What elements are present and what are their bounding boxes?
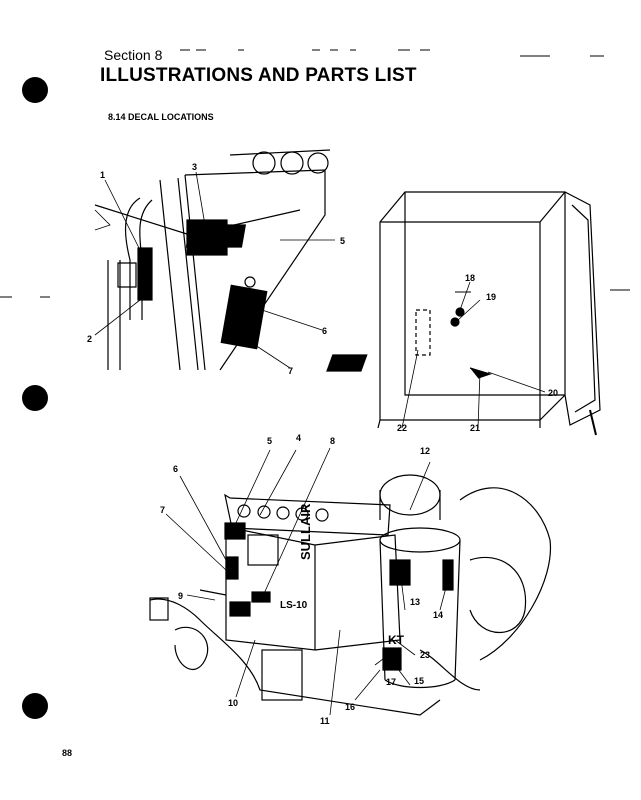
figure-bottom <box>149 474 552 716</box>
callout-17: 17 <box>386 677 397 687</box>
callout-19: 19 <box>486 292 497 302</box>
callout-16: 16 <box>345 702 356 712</box>
callout-13: 13 <box>410 597 421 607</box>
callout-10: 10 <box>228 698 239 708</box>
callout-5: 5 <box>267 436 273 446</box>
section-label: Section 8 <box>104 47 163 63</box>
figure-subtitle: 8.14 DECAL LOCATIONS <box>108 112 214 122</box>
callout-7: 7 <box>288 366 294 376</box>
page-title: ILLUSTRATIONS AND PARTS LIST <box>100 65 417 86</box>
callout-6: 6 <box>322 326 328 336</box>
callout-3: 3 <box>192 162 198 172</box>
callout-1: 1 <box>100 170 106 180</box>
callout-9: 9 <box>178 591 184 601</box>
figure-top-right <box>326 191 601 436</box>
callout-8: 8 <box>330 436 336 446</box>
callout-18: 18 <box>465 273 476 283</box>
callout-11: 11 <box>320 716 330 726</box>
callout-6: 6 <box>173 464 179 474</box>
callout-20: 20 <box>548 388 559 398</box>
binder-hole <box>22 77 48 103</box>
leader-lines <box>94 171 546 716</box>
figure-top-left <box>94 149 331 371</box>
callout-7: 7 <box>160 505 166 515</box>
callout-14: 14 <box>433 610 444 620</box>
callout-4: 4 <box>296 433 302 443</box>
callout-2: 2 <box>87 334 93 344</box>
model-decal: LS-10 <box>280 600 308 611</box>
callout-23: 23 <box>420 650 431 660</box>
kt-decal: KT <box>388 633 404 647</box>
brand-decal: SULLAIR <box>298 503 313 560</box>
callout-15: 15 <box>414 676 425 686</box>
callout-5: 5 <box>340 236 346 246</box>
page-number: 88 <box>62 748 73 758</box>
binder-hole <box>22 385 48 411</box>
callout-12: 12 <box>420 446 431 456</box>
callout-21: 21 <box>470 423 481 433</box>
binder-hole <box>22 693 48 719</box>
callout-22: 22 <box>397 423 408 433</box>
